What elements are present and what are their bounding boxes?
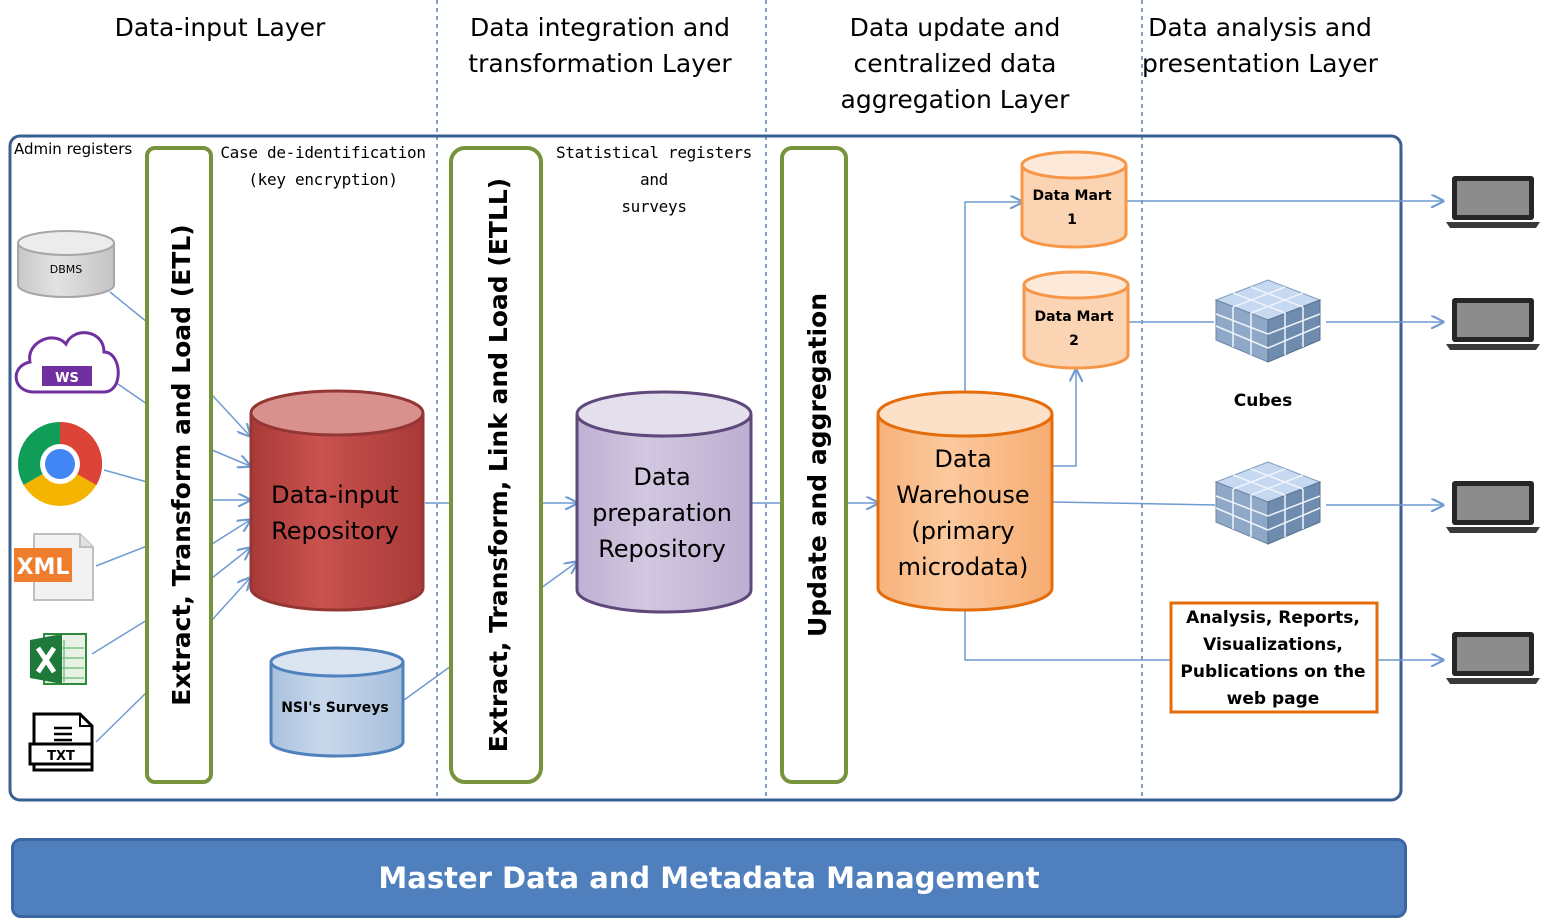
laptop-icon-4 [1446,632,1540,684]
analysis-line4: web page [1227,689,1320,709]
data-prep-line1: Data [633,463,690,491]
data-mart-1 [1020,150,1128,249]
xml-file-icon [14,533,94,601]
layer-title-integration: Data integration and transformation Laye… [445,10,755,82]
txt-file-icon [28,712,94,772]
data-mart-2 [1022,270,1130,370]
arrow-warehouse-mart2 [1053,370,1076,467]
data-prep-line2: preparation [592,499,732,527]
layer-title-analysis-line1: Data analysis and [1148,13,1372,42]
update-label: Update and aggregation [803,293,832,637]
chrome-icon [17,422,103,507]
layer-title-update: Data update and centralized data aggrega… [800,10,1110,118]
laptop-icon-3 [1446,481,1540,533]
master-data-bar: Master Data and Metadata Management [11,838,1407,918]
analysis-box [1169,601,1379,714]
connector-nsi-etll [403,665,452,701]
case-deidentification-line1: Case de-identification [220,143,426,162]
layer-title-update-line3: aggregation Layer [840,85,1070,114]
analysis-line1: Analysis, Reports, [1186,608,1360,628]
statistical-registers-line2: surveys [621,197,687,216]
dw-line3: (primary [911,517,1014,545]
layer-title-input: Data-input Layer [70,10,370,46]
xml-label: XML [17,555,70,580]
layer-title-update-line2: centralized data [853,49,1057,78]
main-frame [8,134,1403,802]
dw-line1: Data [934,445,991,473]
connector-warehouse-cube2 [1052,501,1216,506]
cloud-icon [14,331,120,394]
dbms-label: DBMS [50,263,83,276]
statistical-registers-note: Statistical registers and surveys [543,139,765,220]
nsi-surveys-label: NSI's Surveys [281,700,389,716]
mart2-line2: 2 [1069,333,1079,349]
data-input-repository [249,389,425,612]
cube-icon-1 [1214,279,1322,363]
ws-label: WS [55,371,79,386]
data-input-repo-line1: Data-input [271,481,399,509]
analysis-line3: Publications on the [1180,662,1365,682]
dw-line4: microdata) [898,553,1029,581]
excel-icon [30,633,87,685]
statistical-registers-line1: Statistical registers and [556,143,752,189]
case-deidentification-note: Case de-identification (key encryption) [218,139,428,193]
etl-label: Extract, Transform and Load (ETL) [167,224,196,705]
arrow-warehouse-mart1 [964,202,1022,395]
arrow-etll-prep-2 [540,562,577,589]
connector-warehouse-analysis [964,610,1171,661]
etl-bar [145,146,213,784]
etll-bar [449,146,543,784]
etll-label: Extract, Transform, Link and Load (ETLL) [484,178,513,752]
case-deidentification-line2: (key encryption) [248,170,398,189]
layer-title-integration-line2: transformation Layer [468,49,732,78]
etl-arrows [211,394,250,621]
data-warehouse [876,390,1054,612]
master-data-label: Master Data and Metadata Management [378,861,1040,895]
data-input-repo-line2: Repository [271,517,399,545]
data-preparation-repository [575,390,753,614]
layer-title-input-text: Data-input Layer [114,13,326,42]
laptop-icon-2 [1446,298,1540,350]
mart2-line1: Data Mart [1034,309,1113,325]
layer-title-analysis-line2: presentation Layer [1142,49,1378,78]
dbms-icon [17,230,115,298]
data-prep-line3: Repository [598,535,726,563]
analysis-line2: Visualizations, [1203,635,1343,655]
mart1-line2: 1 [1067,212,1077,228]
cubes-label: Cubes [1234,391,1292,411]
mart1-line1: Data Mart [1032,188,1111,204]
admin-registers-label: Admin registers [14,140,133,158]
laptop-icon-1 [1446,176,1540,228]
source-connectors [91,291,148,743]
nsi-surveys-repository [269,646,405,758]
layer-title-integration-line1: Data integration and [470,13,730,42]
layer-title-update-line1: Data update and [849,13,1061,42]
dw-line2: Warehouse [896,481,1029,509]
layer-title-analysis: Data analysis and presentation Layer [1120,10,1400,82]
txt-label: TXT [47,749,75,764]
cube-icon-2 [1214,461,1322,545]
update-bar [780,146,848,784]
